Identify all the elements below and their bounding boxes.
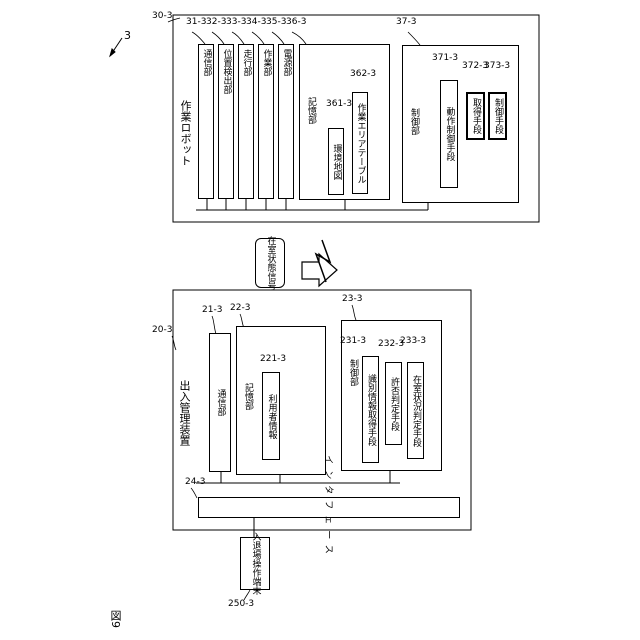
acquire-label: 取得手段 bbox=[471, 98, 480, 134]
robot-power-label: 電源部 bbox=[282, 49, 291, 76]
area-table-box: 作業エリアテーブル bbox=[352, 92, 368, 194]
motion-ctrl-label: 動作制御手段 bbox=[445, 107, 454, 161]
terminal-box: 入退場操作端末 bbox=[240, 537, 270, 590]
robot-comm-label: 通信部 bbox=[202, 49, 211, 76]
manager-title: 出入管理装置 bbox=[179, 380, 190, 446]
robot-power-unit: 電源部 bbox=[278, 44, 294, 199]
robot-control-label: 制御部 bbox=[409, 108, 418, 135]
system-ref: 3 bbox=[124, 30, 131, 41]
env-map-ref: 361-3 bbox=[326, 100, 352, 109]
robot-unit-ref: 32-3 bbox=[206, 18, 226, 27]
area-table-label: 作業エリアテーブル bbox=[356, 103, 365, 184]
area-table-ref: 362-3 bbox=[350, 70, 376, 79]
interface-label: インタフェース bbox=[323, 455, 336, 560]
occupancy-box: 在室状況判定手段 bbox=[407, 362, 424, 459]
mgr-comm-label: 通信部 bbox=[216, 389, 225, 416]
robot-control-ref: 37-3 bbox=[396, 18, 416, 27]
mgr-control-label: 制御部 bbox=[348, 359, 357, 386]
robot-storage-label: 記憶部 bbox=[306, 97, 315, 124]
interface-box: インタフェース bbox=[198, 497, 460, 518]
signal-arrow bbox=[302, 254, 337, 286]
id-acquire-box: 識別情報取得手段 bbox=[362, 356, 379, 463]
mgr-storage-ref: 22-3 bbox=[230, 304, 250, 313]
figure-label: 図9 bbox=[110, 610, 121, 628]
robot-unit-ref: 34-3 bbox=[246, 18, 266, 27]
id-acquire-ref: 231-3 bbox=[340, 337, 366, 346]
interface-ref: 24-3 bbox=[185, 478, 205, 487]
mgr-comm-unit: 通信部 bbox=[209, 333, 231, 472]
permit-label: 許否判定手段 bbox=[389, 377, 398, 431]
robot-comm-unit: 通信部 bbox=[198, 44, 214, 199]
mgr-storage: 記憶部 bbox=[236, 326, 326, 475]
robot-unit-ref: 31-3 bbox=[186, 18, 206, 27]
signal-label-box: 在室状態信号 bbox=[255, 238, 285, 288]
acquire-box: 取得手段 bbox=[466, 92, 485, 140]
robot-ref: 30-3 bbox=[152, 12, 172, 21]
id-acquire-label: 識別情報取得手段 bbox=[366, 374, 375, 446]
robot-unit-ref: 35-3 bbox=[266, 18, 286, 27]
robot-title: 作業ロボット bbox=[180, 100, 191, 166]
user-info-label: 利用者情報 bbox=[267, 394, 276, 439]
manager-ref: 20-3 bbox=[152, 326, 172, 335]
control-means-ref: 373-3 bbox=[484, 62, 510, 71]
mgr-storage-label: 記憶部 bbox=[243, 383, 252, 410]
robot-travel-unit: 走行部 bbox=[238, 44, 254, 199]
robot-travel-label: 走行部 bbox=[242, 49, 251, 76]
mgr-control-ref: 23-3 bbox=[342, 295, 362, 304]
env-map-label: 環境地図 bbox=[332, 144, 341, 180]
robot-position-label: 位置検出部 bbox=[222, 49, 231, 94]
robot-position-unit: 位置検出部 bbox=[218, 44, 234, 199]
motion-ctrl-ref: 371-3 bbox=[432, 54, 458, 63]
occupancy-ref: 233-3 bbox=[400, 337, 426, 346]
permit-box: 許否判定手段 bbox=[385, 362, 402, 445]
user-info-box: 利用者情報 bbox=[262, 372, 280, 460]
wireless-bolt bbox=[316, 240, 330, 282]
env-map-box: 環境地図 bbox=[328, 128, 344, 195]
robot-unit-ref: 36-3 bbox=[286, 18, 306, 27]
robot-work-unit: 作業部 bbox=[258, 44, 274, 199]
robot-storage: 記憶部 bbox=[299, 44, 390, 200]
robot-unit-ref: 33-3 bbox=[226, 18, 246, 27]
signal-label: 在室状態信号 bbox=[266, 236, 275, 290]
mgr-comm-ref: 21-3 bbox=[202, 306, 222, 315]
terminal-ref: 250-3 bbox=[228, 600, 254, 609]
user-info-ref: 221-3 bbox=[260, 355, 286, 364]
terminal-label: 入退場操作端末 bbox=[251, 532, 260, 595]
occupancy-label: 在室状況判定手段 bbox=[411, 375, 420, 447]
control-means-label: 制御手段 bbox=[493, 98, 502, 134]
control-means-box: 制御手段 bbox=[488, 92, 507, 140]
robot-work-label: 作業部 bbox=[262, 49, 271, 76]
motion-ctrl-box: 動作制御手段 bbox=[440, 80, 458, 188]
